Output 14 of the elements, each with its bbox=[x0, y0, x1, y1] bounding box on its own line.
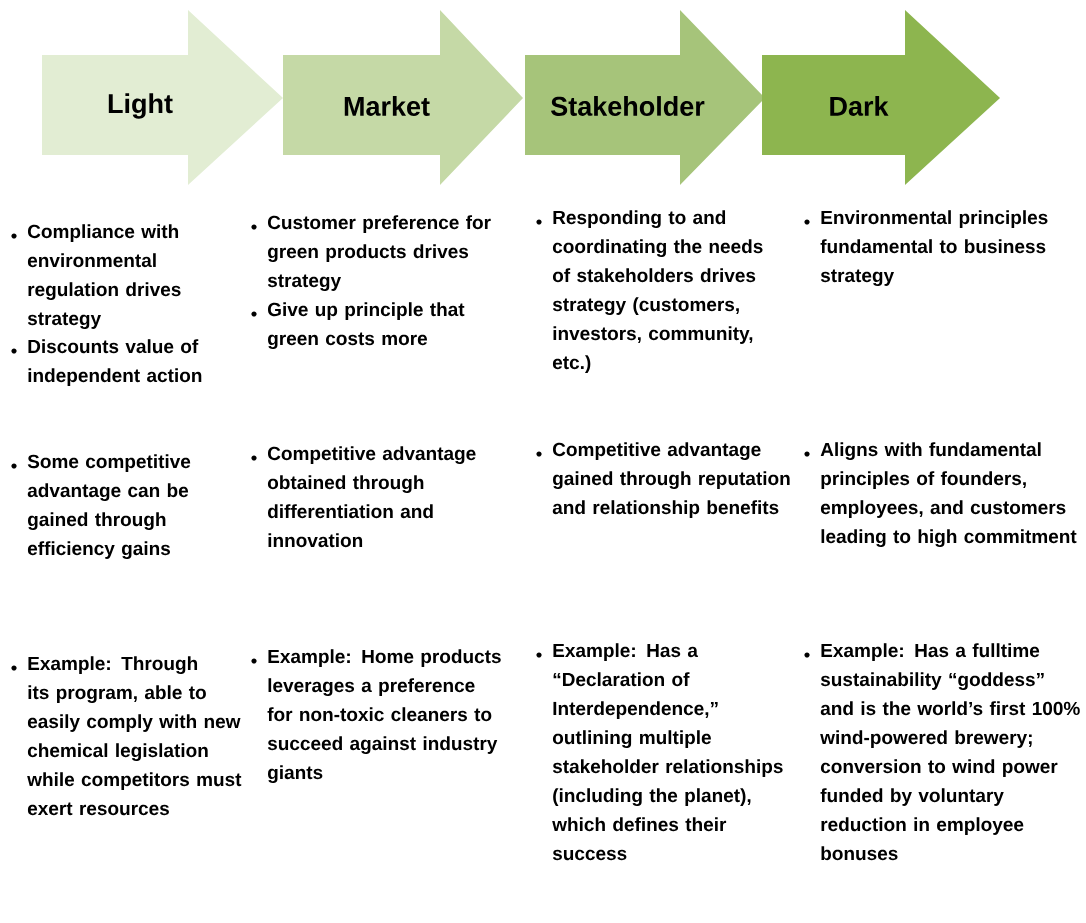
bullet-text: Competitive advantage gained through reputation and relationship benefits bbox=[552, 442, 790, 518]
bullet-text: Competitive advantage obtained through differentiation and innovation bbox=[267, 446, 476, 548]
bullet-text: Environmental principles fundamental to business strategy bbox=[820, 210, 1048, 286]
bullet-text: Aligns with fundamental principles of founders, employees, and customers leading to high commitment bbox=[820, 442, 1077, 547]
bullet-text: Some competitive advantage can be gained through efficiency gains bbox=[27, 454, 191, 559]
bullet-text: Compliance with environmental regulation drives strategy bbox=[27, 224, 181, 329]
bullet-text: Discounts value of independent action bbox=[28, 339, 202, 386]
bullet-text: Example: Has a fulltime sustainability “goddess” and is the world’s first 100% wind-powered brewery; conversion to wind power funded by voluntary reduction in employee bonuses bbox=[820, 643, 1080, 861]
bullet-text: Give up principle that green costs more bbox=[268, 302, 465, 349]
bullet-text: Customer preference for green products drives strategy bbox=[267, 215, 491, 291]
bullet-text: Example: Has a “Declaration of Interdependence,” outlining multiple stakeholder relationships (including the planet), which defines their success bbox=[552, 643, 783, 861]
bullet-text: Example: Home products leverages a preference for non-toxic cleaners to succeed against industry giants bbox=[267, 649, 501, 783]
bullet-text: Responding to and coordinating the needs of stakeholders drives strategy (customers, investors, community, etc.) bbox=[552, 210, 763, 373]
bullet-text: Example: Through its program, able to easily comply with new chemical legislation while competitors must exert resources bbox=[27, 656, 242, 816]
